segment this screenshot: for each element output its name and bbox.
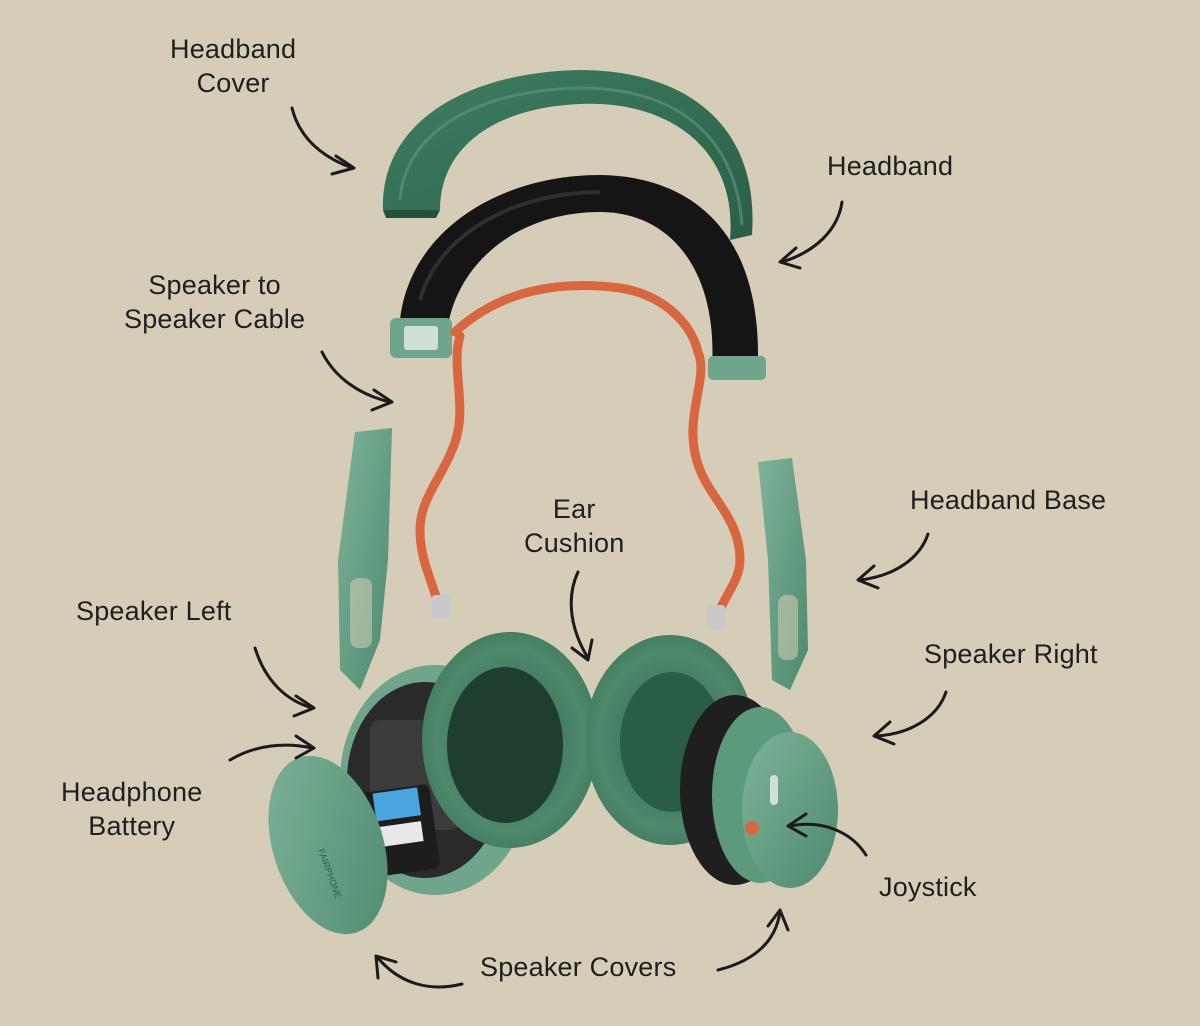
arrows bbox=[228, 106, 948, 989]
arrow-speaker-cable bbox=[320, 350, 394, 412]
headband-base-left-part bbox=[338, 428, 392, 690]
arrow-headband-cover bbox=[290, 106, 356, 176]
arrow-headband bbox=[778, 200, 844, 270]
arrow-battery bbox=[228, 734, 316, 762]
label-headphone-battery: Headphone Battery bbox=[61, 777, 203, 841]
ear-cushion-left-part bbox=[422, 632, 598, 848]
label-ear-cushion: Ear Cushion bbox=[524, 494, 625, 558]
arrow-joystick bbox=[786, 812, 868, 857]
label-speaker-cable: Speaker to Speaker Cable bbox=[124, 270, 306, 334]
speaker-cover-left-part: FAIRPHONE bbox=[268, 755, 388, 935]
speaker-cable-part bbox=[415, 280, 745, 629]
joystick-button bbox=[745, 821, 759, 835]
headband-base-right-part bbox=[758, 458, 808, 690]
label-headband-cover: Headband Cover bbox=[170, 34, 297, 98]
speaker-cover-right-part bbox=[742, 732, 838, 888]
arrow-speaker-left bbox=[253, 646, 316, 718]
label-speaker-covers: Speaker Covers bbox=[480, 952, 677, 982]
label-headband: Headband bbox=[827, 151, 954, 181]
arrow-ear-cushion bbox=[569, 570, 594, 662]
label-headband-base: Headband Base bbox=[910, 485, 1107, 515]
arrow-speaker-right bbox=[872, 690, 948, 746]
arrow-headband-base bbox=[856, 532, 930, 590]
arrow-speaker-cover-right bbox=[716, 908, 790, 972]
label-speaker-left: Speaker Left bbox=[76, 596, 232, 626]
arrow-speaker-cover-left bbox=[374, 954, 464, 989]
headband-part bbox=[390, 175, 766, 380]
label-joystick: Joystick bbox=[879, 872, 977, 902]
headband-cover-part bbox=[382, 70, 753, 240]
label-speaker-right: Speaker Right bbox=[924, 639, 1098, 669]
